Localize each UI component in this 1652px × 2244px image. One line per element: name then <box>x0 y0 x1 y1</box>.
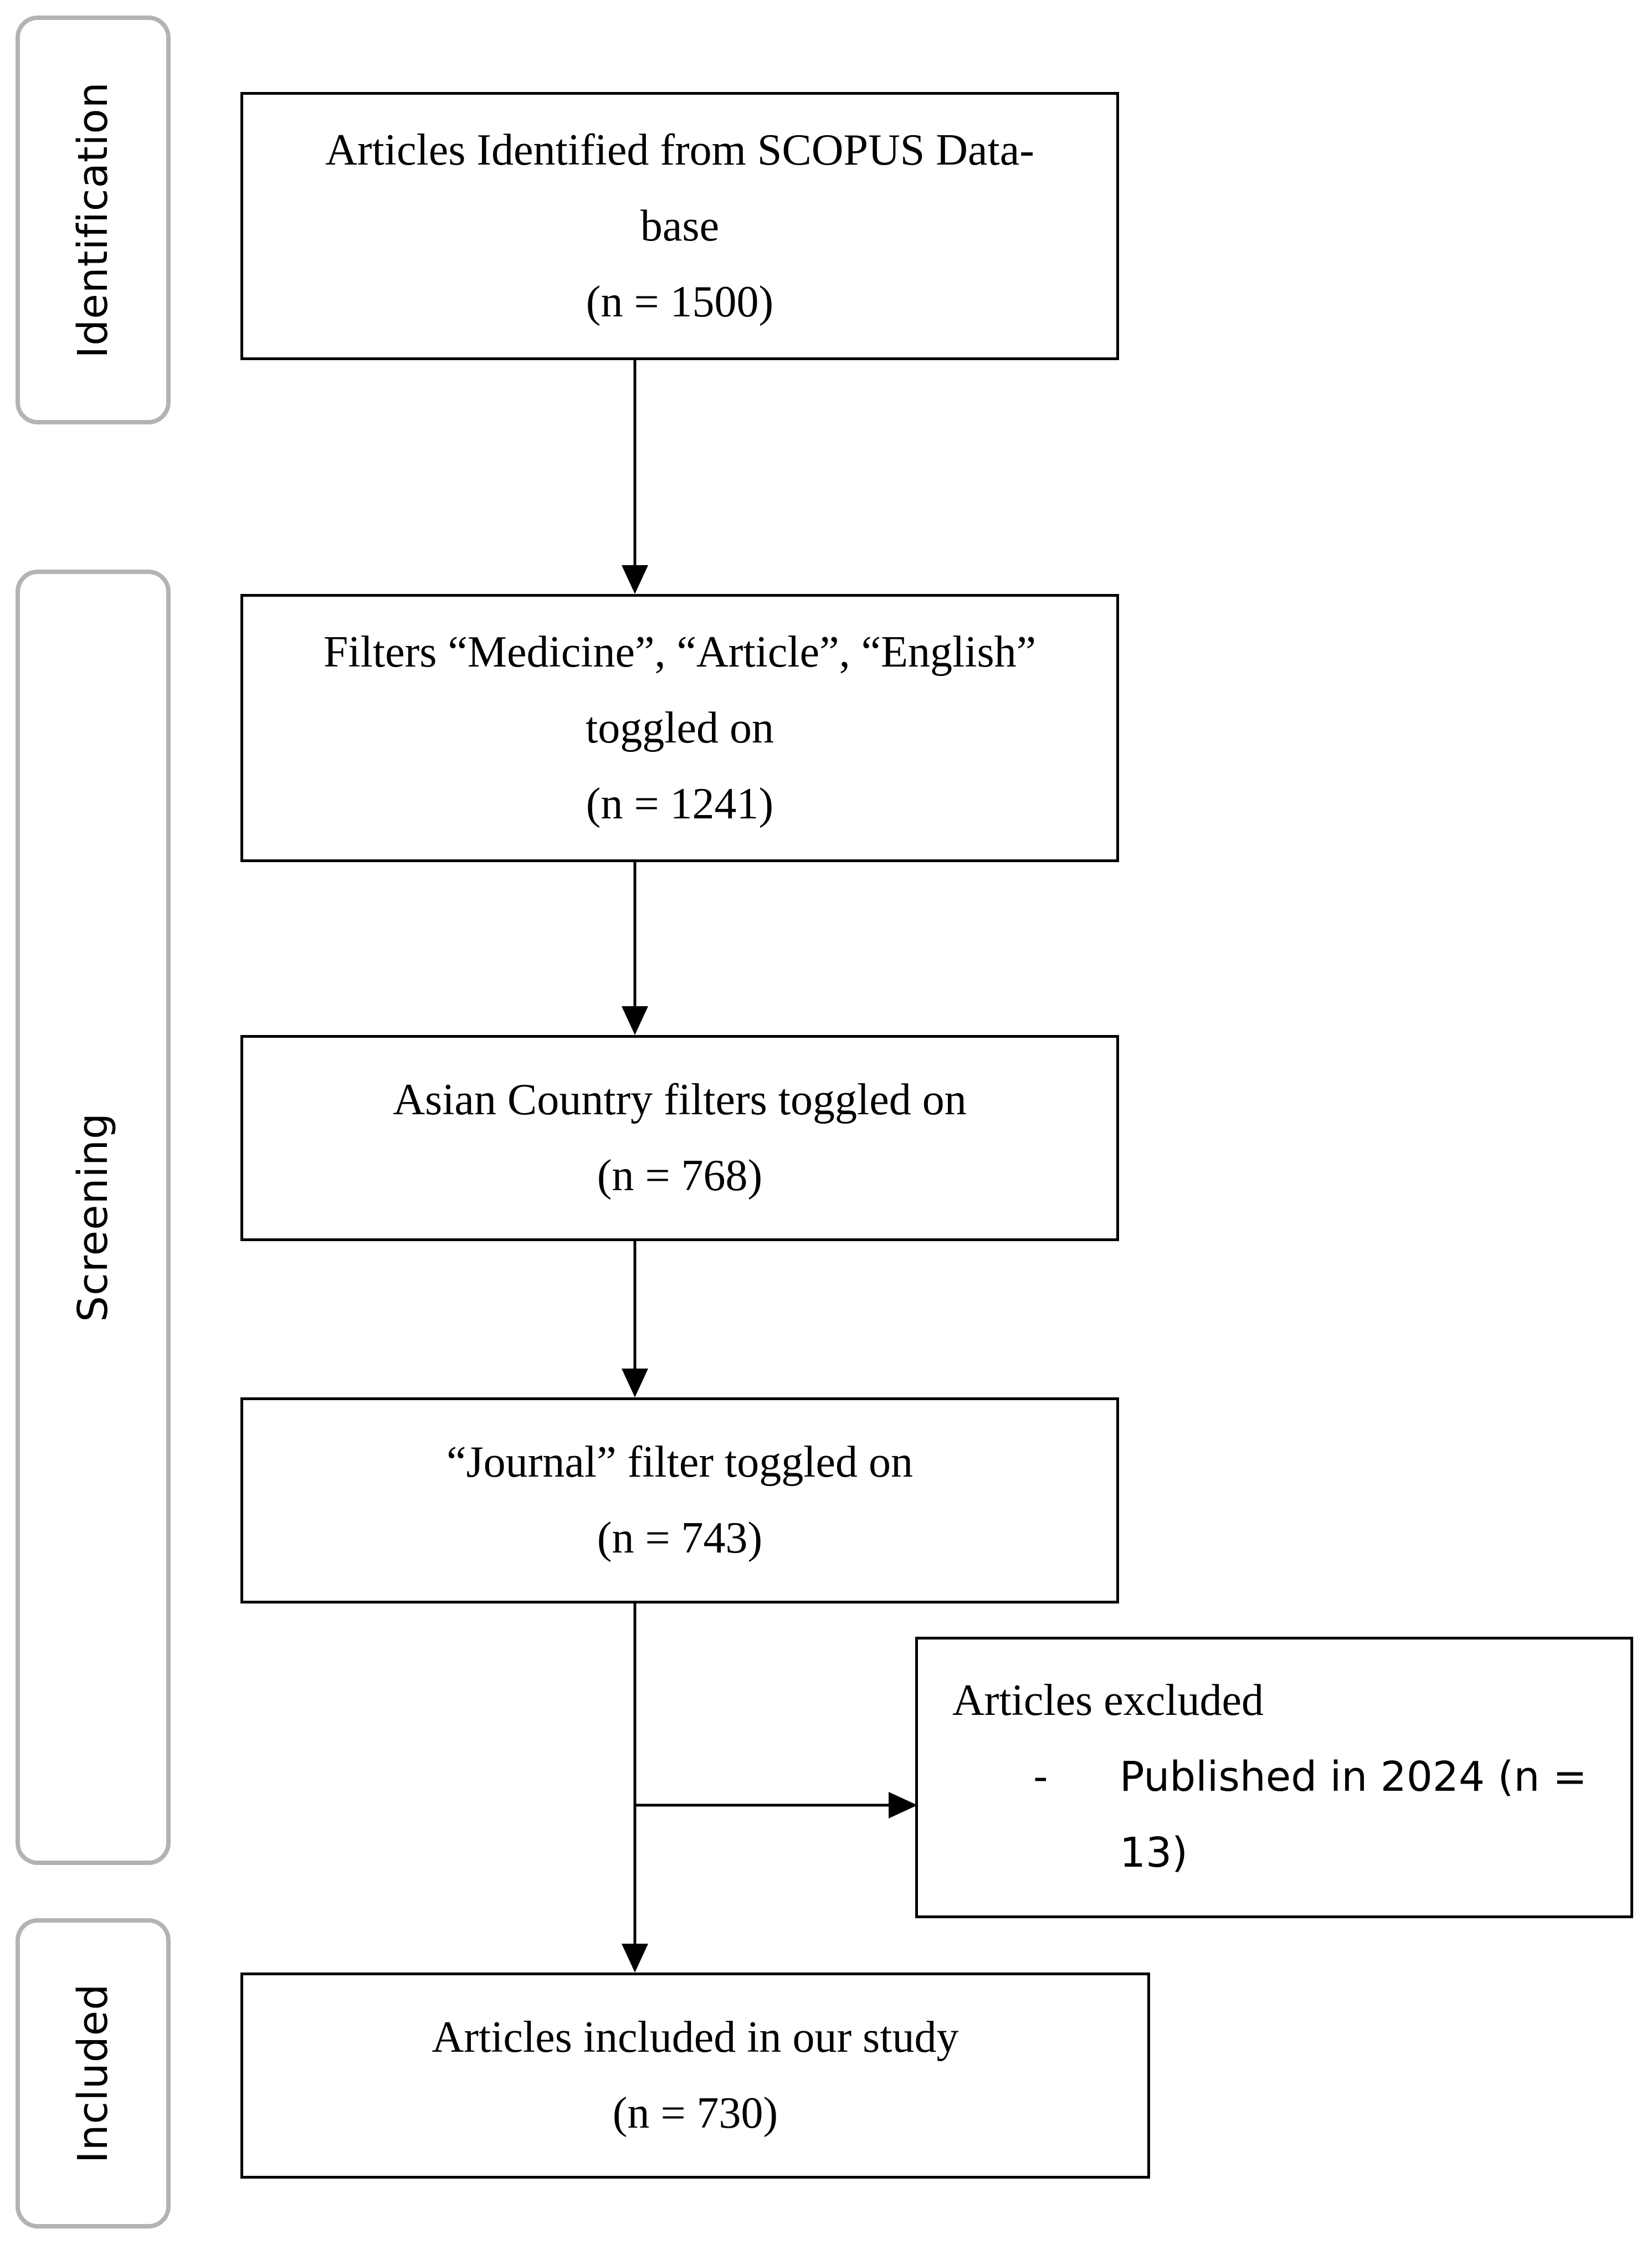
arrowhead-journal <box>622 1369 648 1397</box>
box-included-line1: Articles included in our study <box>432 2013 959 2062</box>
arrowhead-excluded <box>889 1792 917 1818</box>
box-included: Articles included in our study (n = 730) <box>240 1973 1150 2179</box>
box-journal-count: (n = 743) <box>597 1514 763 1562</box>
box-filters-line1: Filters “Medicine”, “Article”, “English” <box>323 627 1037 677</box>
arrowhead-asian <box>622 1006 648 1035</box>
box-asian-line1: Asian Country filters toggled on <box>393 1075 967 1124</box>
box-included-count: (n = 730) <box>612 2089 778 2138</box>
box-filters-line2: toggled on <box>586 703 774 752</box>
box-excluded-bullet: - <box>1033 1753 1048 1801</box>
box-excluded-item: Published in 2024 (n = 13) <box>1120 1753 1587 1877</box>
box-filters: Filters “Medicine”, “Article”, “English”… <box>240 594 1119 862</box>
phase-included: Included <box>16 1918 171 2228</box>
box-filters-count: (n = 1241) <box>586 779 774 828</box>
box-journal-line1: “Journal” filter toggled on <box>447 1438 913 1487</box>
phase-screening: Screening <box>16 570 171 1865</box>
box-identified-line1: Articles Identified from SCOPUS Data- <box>325 125 1034 175</box>
box-journal: “Journal” filter toggled on (n = 743) <box>240 1397 1119 1603</box>
arrowhead-filters <box>622 565 648 594</box>
arrowhead-included <box>622 1944 648 1973</box>
box-identified-count: (n = 1500) <box>586 277 774 326</box>
box-excluded-title: Articles excluded <box>952 1676 1264 1725</box>
box-excluded: Articles excluded - Published in 2024 (n… <box>915 1637 1633 1918</box>
phase-identification: Identification <box>16 16 171 424</box>
box-identified-line2: base <box>640 201 720 250</box>
box-asian-count: (n = 768) <box>597 1151 763 1200</box>
box-identified: Articles Identified from SCOPUS Data- ba… <box>240 92 1119 360</box>
box-asian: Asian Country filters toggled on (n = 76… <box>240 1035 1119 1241</box>
